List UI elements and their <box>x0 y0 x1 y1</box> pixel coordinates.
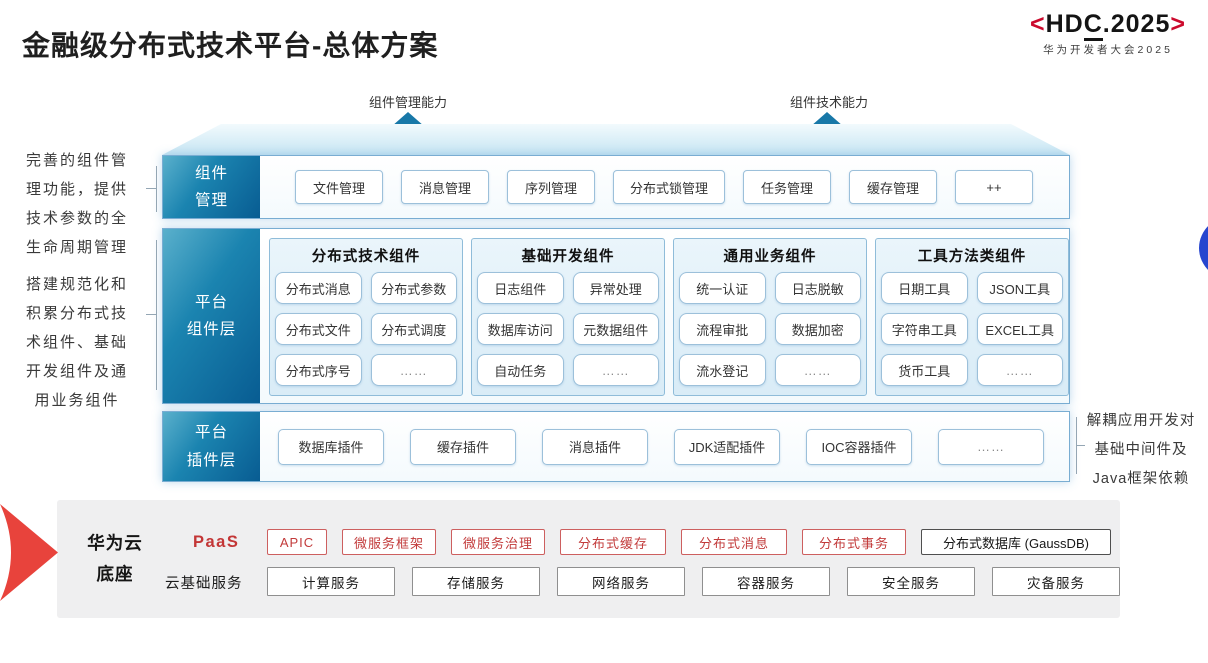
component-box: 货币工具 <box>881 354 968 386</box>
component-box: 数据库访问 <box>477 313 564 345</box>
component-box: EXCEL工具 <box>976 313 1063 345</box>
page-title: 金融级分布式技术平台-总体方案 <box>22 30 439 61</box>
component-box: 日志组件 <box>477 272 564 304</box>
group-panel-utility: 工具方法类组件 日期工具 JSON工具 字符串工具 EXCEL工具 货币工具 …… <box>875 238 1069 396</box>
logo-name-post: .2025 <box>1102 10 1171 38</box>
group-grid: 统一认证 日志脱敏 流程审批 数据加密 流水登记 …… <box>674 271 866 392</box>
callout-bracket <box>146 188 156 189</box>
cloud-base-label: 云基础服务 <box>165 576 243 592</box>
note-right: 解耦应用开发对基础中间件及Java框架依赖 <box>1086 413 1196 487</box>
cloud-service-box: 安全服务 <box>847 567 975 596</box>
hdc-logo-subtitle: 华为开发者大会2025 <box>1043 44 1173 56</box>
callout-bracket <box>156 240 157 390</box>
component-groups: 分布式技术组件 分布式消息 分布式参数 分布式文件 分布式调度 分布式序号 ……… <box>269 238 1069 396</box>
group-grid: 分布式消息 分布式参数 分布式文件 分布式调度 分布式序号 …… <box>270 271 462 392</box>
component-box: 数据加密 <box>774 313 861 345</box>
component-box: 分布式锁管理 <box>613 170 725 204</box>
plugin-box: IOC容器插件 <box>806 428 912 465</box>
logo-open-bracket: < <box>1030 10 1046 38</box>
plugin-box: JDK适配插件 <box>674 428 780 465</box>
paas-label: PaaS <box>193 533 240 551</box>
layer-row-platform-components: 平台 组件层 分布式技术组件 分布式消息 分布式参数 分布式文件 分布式调度 分… <box>162 228 1070 404</box>
component-box: 流水登记 <box>679 354 766 386</box>
component-box: 元数据组件 <box>572 313 659 345</box>
group-title: 基础开发组件 <box>521 248 615 265</box>
component-box: 任务管理 <box>743 170 831 204</box>
paas-box: 分布式消息 <box>681 529 787 555</box>
callout-bracket <box>156 166 157 212</box>
paas-box: 微服务框架 <box>342 529 436 555</box>
group-title: 工具方法类组件 <box>917 248 1027 265</box>
component-box: 分布式参数 <box>370 272 457 304</box>
management-items: 文件管理 消息管理 序列管理 分布式锁管理 任务管理 缓存管理 ++ <box>295 156 1033 218</box>
roof-band <box>162 124 1070 155</box>
component-box: 消息管理 <box>401 170 489 204</box>
component-box: 流程审批 <box>679 313 766 345</box>
component-box: …… <box>370 354 457 386</box>
component-box: 分布式序号 <box>275 354 362 386</box>
note-left-bottom: 搭建规范化和积累分布式技术组件、基础开发组件及通用业务组件 <box>25 276 128 409</box>
component-box: 序列管理 <box>507 170 595 204</box>
foundation-label: 华为云 底座 <box>87 533 143 584</box>
hdc-logo-text: <HDC.2025> <box>1008 10 1208 41</box>
plugin-box: …… <box>938 428 1044 465</box>
capability-label-technology: 组件技术能力 <box>789 95 868 110</box>
component-box: 分布式文件 <box>275 313 362 345</box>
component-box: …… <box>572 354 659 386</box>
group-panel-basic-dev: 基础开发组件 日志组件 异常处理 数据库访问 元数据组件 自动任务 …… <box>471 238 665 396</box>
plugin-box: 消息插件 <box>542 428 648 465</box>
component-box: 日期工具 <box>881 272 968 304</box>
logo-name-pre: HD <box>1045 10 1084 38</box>
group-panel-distributed: 分布式技术组件 分布式消息 分布式参数 分布式文件 分布式调度 分布式序号 …… <box>269 238 463 396</box>
group-title: 通用业务组件 <box>723 248 817 265</box>
paas-box: 分布式缓存 <box>560 529 666 555</box>
blue-accent-circle <box>1199 215 1208 281</box>
paas-box: APIC <box>267 529 327 555</box>
component-box: 文件管理 <box>295 170 383 204</box>
cloud-service-box: 计算服务 <box>267 567 395 596</box>
group-grid: 日期工具 JSON工具 字符串工具 EXCEL工具 货币工具 …… <box>876 271 1068 392</box>
layer-label-management: 组件 管理 <box>163 156 260 218</box>
component-box: 异常处理 <box>572 272 659 304</box>
component-box: 分布式消息 <box>275 272 362 304</box>
cloud-service-box: 灾备服务 <box>992 567 1120 596</box>
component-box: 分布式调度 <box>370 313 457 345</box>
plugin-items: 数据库插件 缓存插件 消息插件 JDK适配插件 IOC容器插件 …… <box>278 412 1044 481</box>
component-box: 日志脱敏 <box>774 272 861 304</box>
component-box: 字符串工具 <box>881 313 968 345</box>
component-box: 缓存管理 <box>849 170 937 204</box>
component-box: ++ <box>955 170 1033 204</box>
paas-box: 分布式事务 <box>802 529 906 555</box>
paas-box: 微服务治理 <box>451 529 545 555</box>
plugin-box: 数据库插件 <box>278 428 384 465</box>
foundation-panel: 华为云 底座 PaaS 云基础服务 APIC 微服务框架 微服务治理 分布式缓存… <box>57 500 1120 618</box>
plugin-box: 缓存插件 <box>410 428 516 465</box>
red-arrow-icon <box>0 504 58 601</box>
gaussdb-box: 分布式数据库 (GaussDB) <box>921 529 1111 555</box>
callout-bracket <box>1076 445 1085 446</box>
layer-row-platform-plugins: 平台 插件层 数据库插件 缓存插件 消息插件 JDK适配插件 IOC容器插件 …… <box>162 411 1070 482</box>
group-panel-common-business: 通用业务组件 统一认证 日志脱敏 流程审批 数据加密 流水登记 …… <box>673 238 867 396</box>
component-box: JSON工具 <box>976 272 1063 304</box>
note-left-top: 完善的组件管理功能，提供技术参数的全生命周期管理 <box>25 152 128 256</box>
component-box: 统一认证 <box>679 272 766 304</box>
callout-bracket <box>146 314 156 315</box>
group-grid: 日志组件 异常处理 数据库访问 元数据组件 自动任务 …… <box>472 271 664 392</box>
layer-row-management: 组件 管理 文件管理 消息管理 序列管理 分布式锁管理 任务管理 缓存管理 ++ <box>162 155 1070 219</box>
cloud-base-row: 计算服务 存储服务 网络服务 容器服务 安全服务 灾备服务 <box>267 567 1120 596</box>
logo-name-c: C <box>1083 10 1103 41</box>
capability-label-management: 组件管理能力 <box>368 95 447 110</box>
layer-label-platform-plugins: 平台 插件层 <box>163 412 260 481</box>
paas-row: APIC 微服务框架 微服务治理 分布式缓存 分布式消息 分布式事务 分布式数据… <box>267 529 1111 555</box>
component-box: …… <box>774 354 861 386</box>
component-box: …… <box>976 354 1063 386</box>
cloud-service-box: 网络服务 <box>557 567 685 596</box>
cloud-service-box: 容器服务 <box>702 567 830 596</box>
group-title: 分布式技术组件 <box>311 248 421 265</box>
cloud-service-box: 存储服务 <box>412 567 540 596</box>
layer-label-platform-components: 平台 组件层 <box>163 229 260 403</box>
logo-close-bracket: > <box>1170 10 1186 38</box>
component-box: 自动任务 <box>477 354 564 386</box>
hdc-logo: <HDC.2025> 华为开发者大会2025 <box>1008 10 1208 57</box>
